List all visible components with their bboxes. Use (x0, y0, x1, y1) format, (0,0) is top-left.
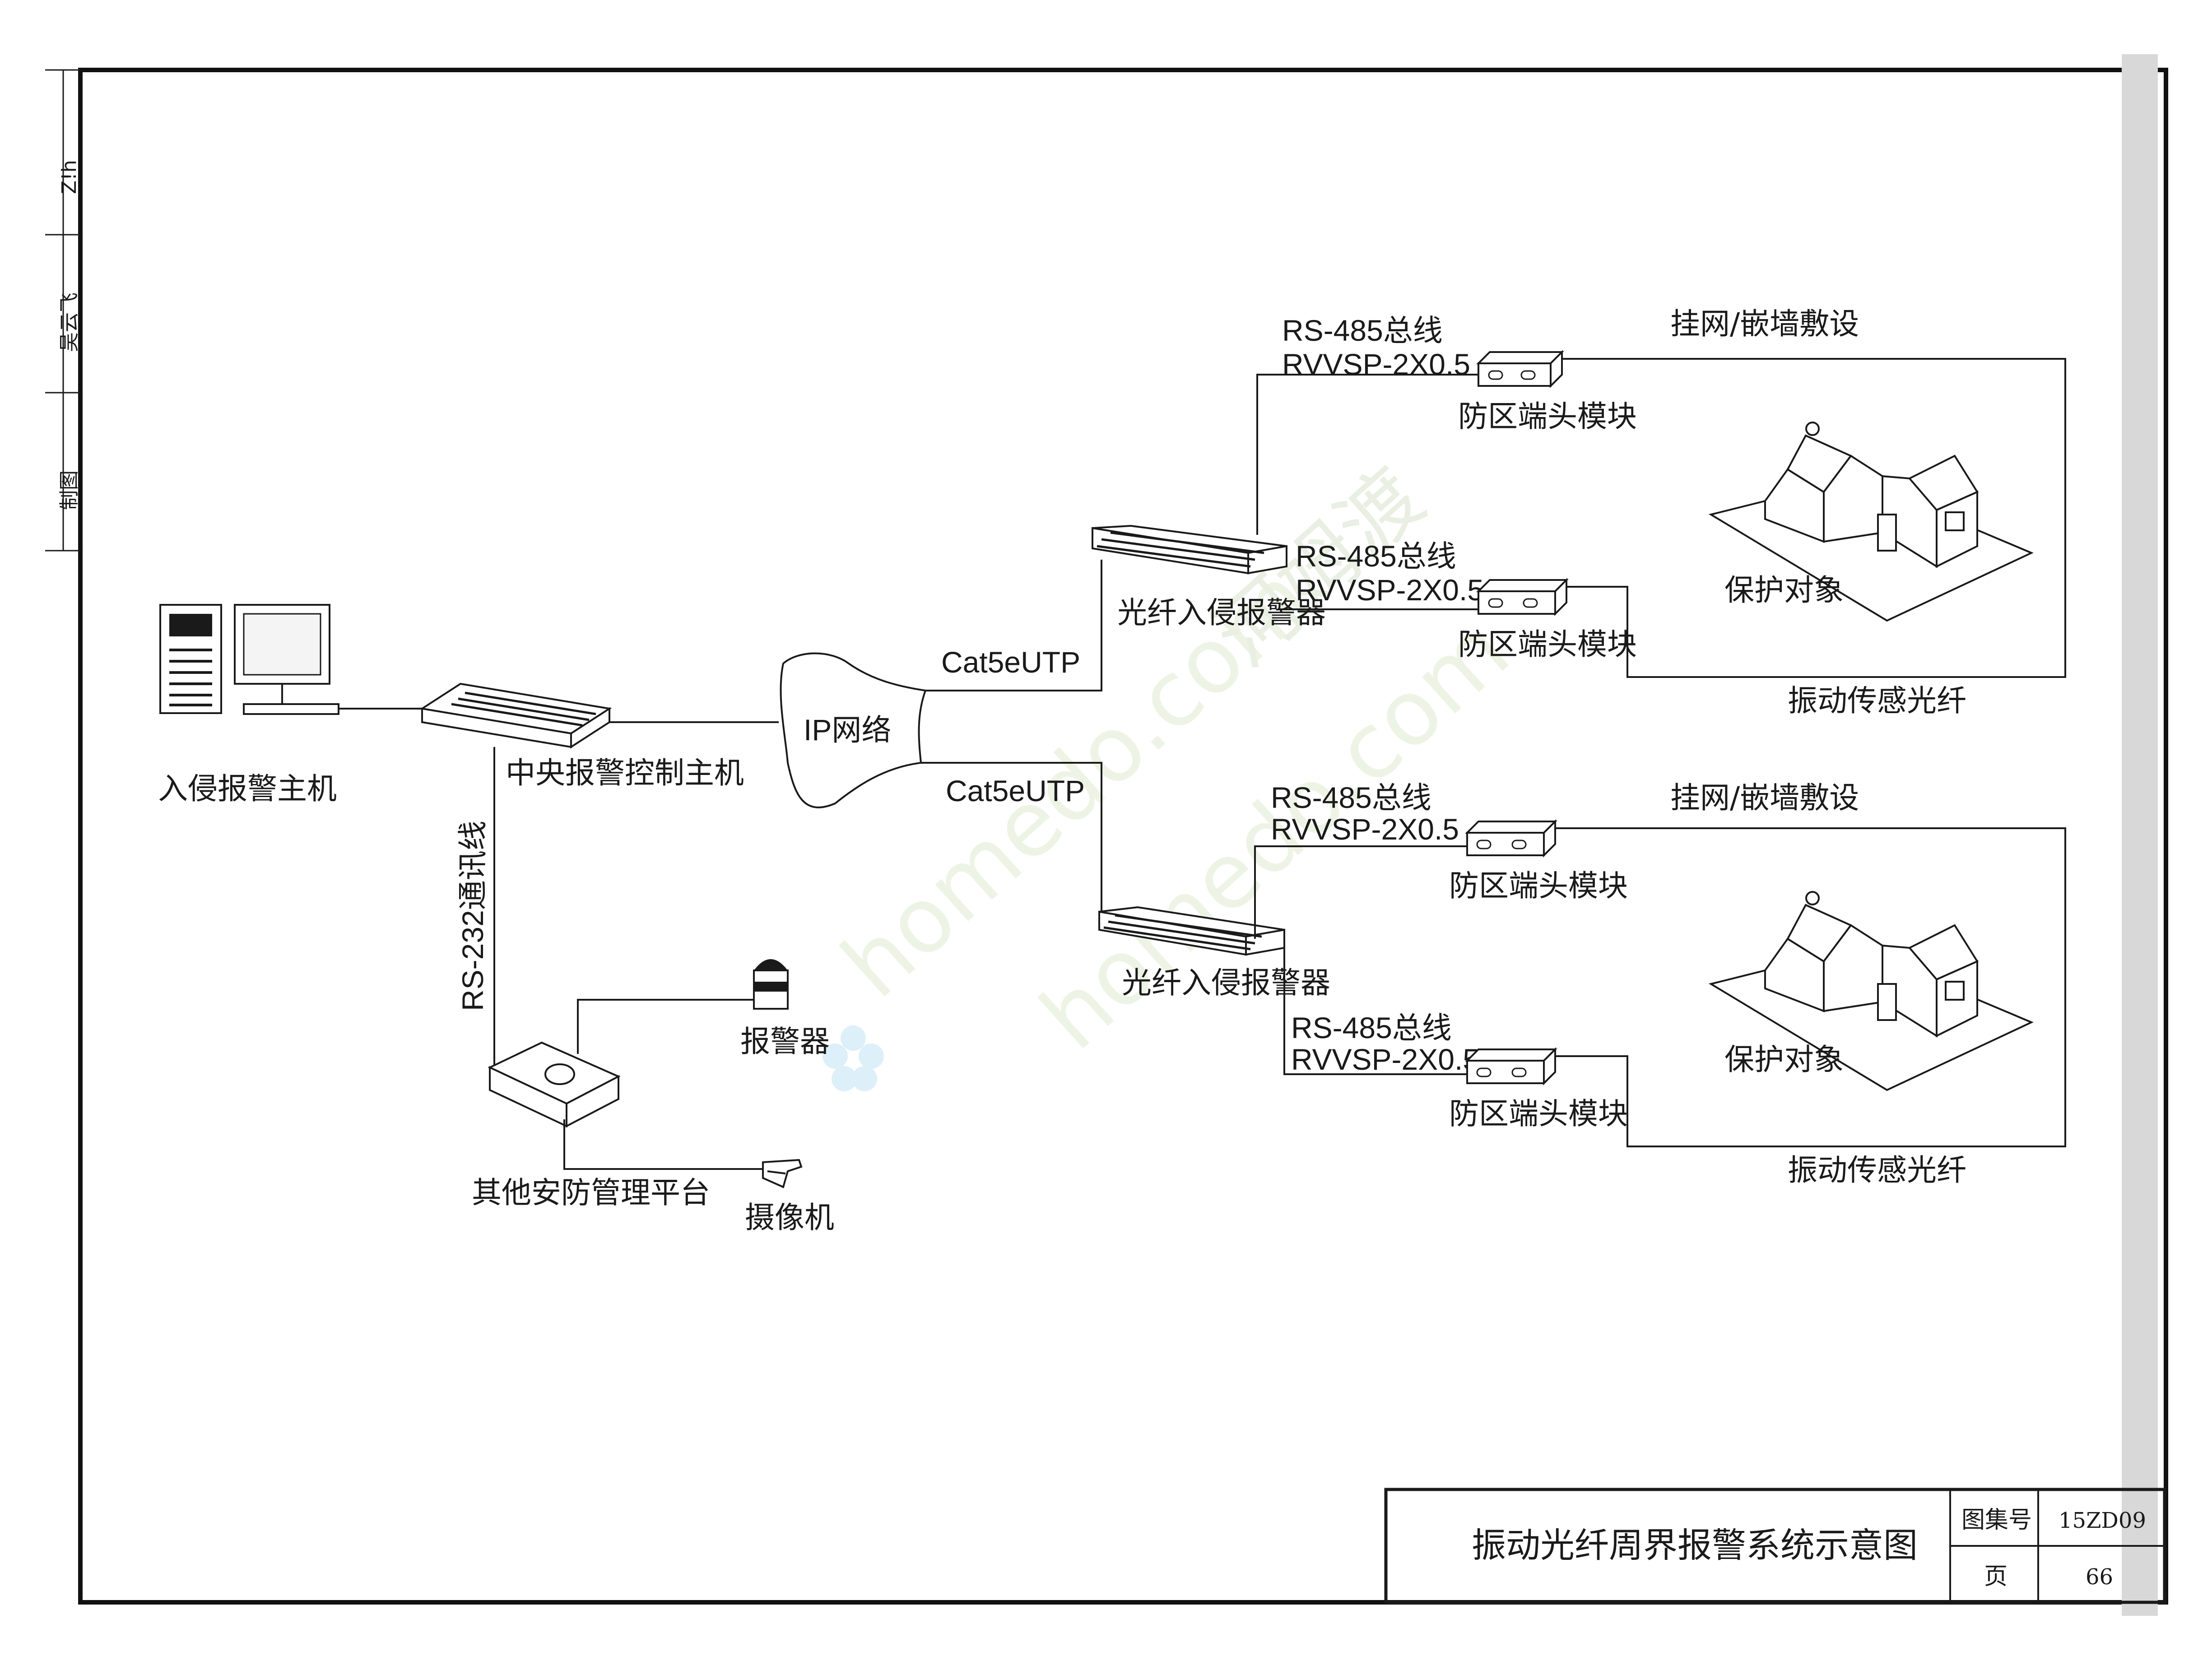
platform-camera-link (563, 1119, 763, 1170)
host-label: 入侵报警主机 (158, 771, 337, 806)
top-rs485-lower-2: RVVSP-2X0.5 (1296, 573, 1484, 607)
ip-network-label: IP网络 (804, 713, 891, 747)
zone-module-top-upper-label: 防区端头模块 (1458, 399, 1637, 434)
page-number-label: 页 (1984, 1563, 2008, 1590)
ip-detector-bottom-link (921, 762, 1102, 916)
top-fiber-loop (1562, 358, 2066, 678)
house-bottom-icon (1708, 891, 2034, 1091)
drawing-title: 振动光纤周界报警系统示意图 (1472, 1525, 1918, 1565)
detector-bottom-label: 光纤入侵报警器 (1122, 965, 1330, 1000)
central-label: 中央报警控制主机 (506, 756, 744, 790)
atlas-number-label: 图集号 (1961, 1507, 2032, 1534)
bottom-bus-lower (1283, 946, 1472, 1075)
bottom-rs485-lower-2: RVVSP-2X0.5 (1291, 1043, 1479, 1076)
camera-label: 摄像机 (745, 1200, 834, 1235)
detector-top-label: 光纤入侵报警器 (1117, 595, 1326, 630)
side-signature: Z!h (58, 160, 81, 194)
bottom-bus-upper (1254, 845, 1472, 939)
drawing-frame (78, 68, 2168, 1605)
alarm-label: 报警器 (740, 1024, 830, 1059)
zone-module-top-lower-label: 防区端头模块 (1458, 627, 1637, 662)
top-fiber-label: 振动传感光纤 (1788, 683, 1966, 718)
top-protected-label: 保护对象 (1724, 573, 1844, 608)
host-computer-icon (159, 604, 339, 715)
side-name: 吴云飞 (58, 292, 81, 352)
bottom-rs485-upper-2: RVVSP-2X0.5 (1271, 812, 1459, 846)
bottom-rs485-upper-1: RS-485总线 (1271, 781, 1431, 814)
platform-label: 其他安防管理平台 (472, 1175, 710, 1210)
bottom-fiber-label: 振动传感光纤 (1788, 1153, 1966, 1188)
top-rs485-upper-1: RS-485总线 (1282, 314, 1443, 347)
cat5e-label-top: Cat5eUTP (941, 645, 1080, 679)
ip-detector-top-link (925, 560, 1102, 691)
house-top-icon (1708, 422, 2034, 622)
title-block (1384, 1488, 2166, 1604)
atlas-number: 15ZD09 (2059, 1508, 2146, 1533)
top-bus-upper (1256, 374, 1478, 535)
central-controller-icon (419, 682, 612, 749)
side-label: 制图 (58, 470, 81, 510)
zone-module-bottom-lower-icon (1465, 1047, 1557, 1086)
ip-network-cloud (780, 652, 927, 808)
zone-module-bottom-upper-label: 防区端头模块 (1449, 868, 1628, 903)
alarm-siren-icon (753, 959, 789, 1010)
platform-alarm-link (577, 999, 754, 1054)
top-mounting-label: 挂网/嵌墙敷设 (1670, 306, 1859, 341)
bottom-mounting-label: 挂网/嵌墙敷设 (1670, 780, 1859, 815)
rs232-label: RS-232通讯线 (456, 821, 489, 1011)
bottom-rs485-lower-1: RS-485总线 (1291, 1011, 1452, 1044)
bottom-fiber-loop (1555, 827, 2066, 1147)
detector-top-icon (1092, 524, 1287, 575)
page-edge-shadow (2122, 54, 2158, 1616)
zone-module-top-upper-icon (1476, 350, 1564, 388)
platform-icon (488, 1041, 621, 1128)
zone-module-bottom-upper-icon (1465, 819, 1557, 858)
top-rs485-upper-2: RVVSP-2X0.5 (1282, 348, 1470, 381)
camera-icon (762, 1159, 803, 1188)
cat5e-label-bottom: Cat5eUTP (946, 774, 1085, 807)
zone-module-bottom-lower-label: 防区端头模块 (1449, 1096, 1628, 1131)
bottom-protected-label: 保护对象 (1724, 1042, 1844, 1077)
watermark-flower-icon (823, 1025, 884, 1091)
page-number: 66 (2086, 1564, 2113, 1590)
top-rs485-lower-1: RS-485总线 (1296, 539, 1456, 573)
zone-module-top-lower-icon (1476, 578, 1569, 616)
